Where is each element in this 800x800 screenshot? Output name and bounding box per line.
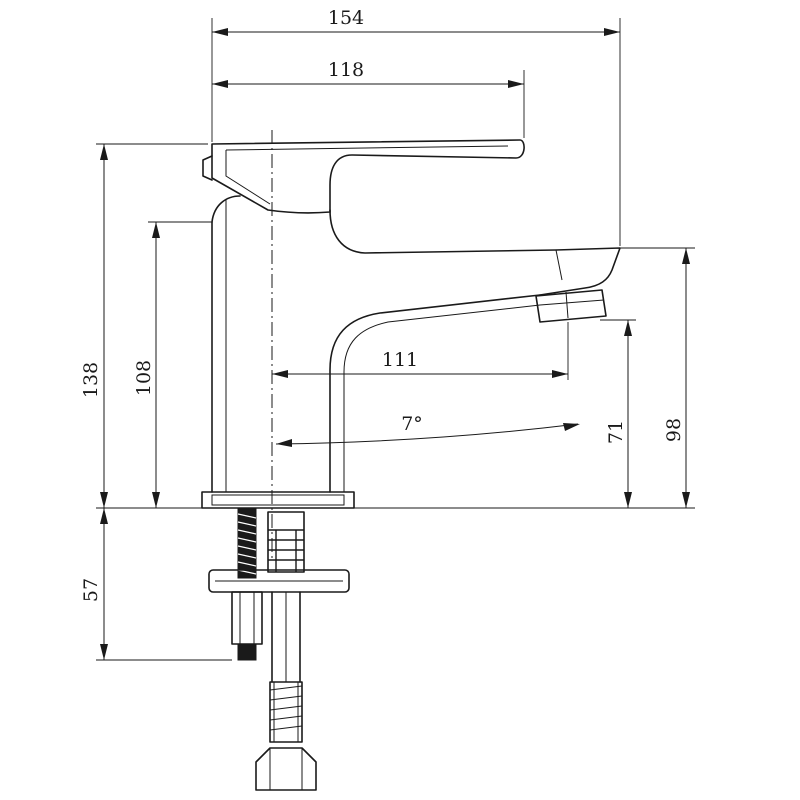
label-overall-width: 154 xyxy=(328,7,364,29)
label-spout-reach: 111 xyxy=(382,349,418,371)
label-spout-height: 98 xyxy=(663,418,685,442)
base-plate xyxy=(201,491,355,509)
spout-tip-line xyxy=(555,249,563,281)
lock-nut xyxy=(231,591,263,645)
dimension-labels: 154 118 111 7° 138 108 57 71 98 xyxy=(80,7,685,602)
threaded-stud xyxy=(237,507,257,579)
aerator-line xyxy=(539,299,605,306)
hose-connector xyxy=(267,511,305,573)
faucet-body xyxy=(201,139,621,509)
lever-highlight xyxy=(225,145,509,151)
lever-handle[interactable] xyxy=(211,139,525,214)
extension-lines xyxy=(96,18,695,661)
spout-inner-line xyxy=(343,304,541,492)
stud-end xyxy=(237,643,257,661)
spout-top xyxy=(329,209,621,296)
aerator-center xyxy=(565,291,569,319)
mounting-washer xyxy=(208,569,350,593)
spout-underside xyxy=(329,294,541,493)
hose-end-nut xyxy=(255,747,317,791)
label-body-height: 108 xyxy=(133,360,155,396)
label-handle-angle: 7° xyxy=(401,413,423,435)
label-handle-length: 118 xyxy=(328,59,364,81)
lever-inner xyxy=(225,150,271,205)
base-plate-inner xyxy=(211,494,345,506)
dimension-lines xyxy=(100,28,690,660)
braided-hose xyxy=(269,681,303,743)
mounting-hardware xyxy=(208,507,350,791)
dim-arc-angle xyxy=(275,423,579,445)
label-total-height: 138 xyxy=(80,362,102,398)
aerator xyxy=(535,289,607,323)
body-top-curve xyxy=(211,195,241,223)
label-spout-clearance: 71 xyxy=(605,420,627,444)
lever-cap xyxy=(202,155,213,181)
label-install-depth: 57 xyxy=(80,578,102,602)
